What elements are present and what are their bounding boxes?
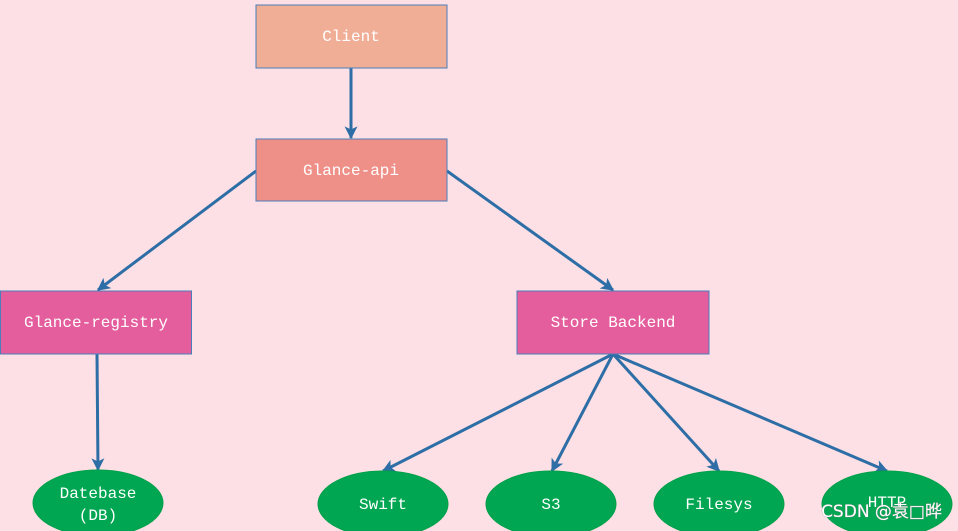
store-backend-label: Store Backend <box>551 314 676 332</box>
database-label-line2: (DB) <box>79 507 117 525</box>
swift-label: Swift <box>359 496 407 514</box>
arrow-store-backend-to-filesys <box>611 352 721 473</box>
store-backend-box <box>516 290 710 355</box>
swift-node: Swift <box>317 470 449 531</box>
arrow-glance-api-to-glance-registry <box>96 169 257 292</box>
glance-api-label: Glance-api <box>303 162 399 180</box>
glance-api-box <box>255 138 448 202</box>
client-label: Client <box>322 28 380 46</box>
s3-node: S3 <box>485 470 617 531</box>
http-label: HTTP <box>868 494 906 512</box>
database-label-line1: Datebase <box>60 485 137 503</box>
arrow-glance-api-to-store-backend <box>446 169 615 292</box>
s3-oval <box>485 470 617 531</box>
http-node: HTTP <box>821 470 953 531</box>
glance-api-node: Glance-api <box>255 138 448 202</box>
glance-registry-box <box>0 290 192 355</box>
glance-registry-label: Glance-registry <box>24 314 168 332</box>
store-backend-node: Store Backend <box>516 290 710 355</box>
arrow-store-backend-to-http <box>612 352 889 473</box>
database-node: Datebase (DB) <box>32 469 164 531</box>
arrow-store-backend-to-s3 <box>550 353 615 473</box>
glance-registry-node: Glance-registry <box>0 290 192 355</box>
http-oval <box>821 470 953 531</box>
filesys-label: Filesys <box>685 496 752 514</box>
swift-oval <box>317 470 449 531</box>
watermark-text: CSDN @袁□晔 <box>821 502 942 522</box>
arrow-glance-registry-to-database <box>91 353 105 472</box>
filesys-oval <box>653 470 785 531</box>
client-box <box>255 4 448 69</box>
client-node: Client <box>255 4 448 69</box>
filesys-node: Filesys <box>653 470 785 531</box>
database-oval <box>32 469 164 531</box>
arrow-store-backend-to-swift <box>381 352 614 473</box>
s3-label: S3 <box>541 496 560 514</box>
